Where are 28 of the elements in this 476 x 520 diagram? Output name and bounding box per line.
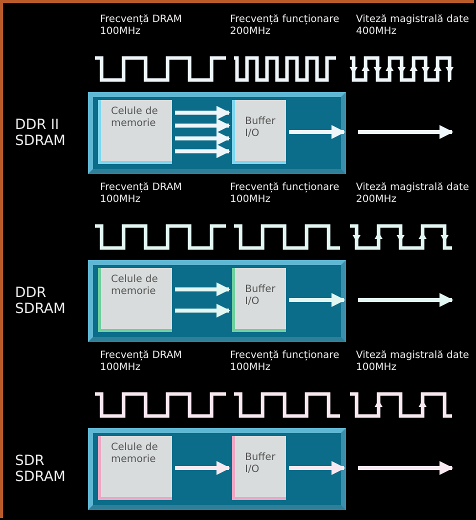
arrow	[289, 293, 346, 307]
frequency-label: Viteză magistrală date 200MHz	[356, 182, 470, 206]
arrow	[175, 282, 230, 296]
arrow	[175, 118, 230, 133]
buffer-box: Buffer I/O	[232, 268, 286, 332]
buffer-box: Buffer I/O	[232, 100, 286, 164]
frequency-label: Frecvență funcționare 200MHz	[230, 14, 340, 38]
frequency-label: Viteză magistrală date 400MHz	[356, 14, 470, 38]
arrow	[175, 461, 230, 475]
memory-cells-box: Celule de memorie	[98, 100, 172, 164]
frequency-label: Frecvență DRAM 100MHz	[100, 182, 183, 206]
arrow	[175, 131, 230, 146]
chip-label: DDR II SDRAM	[15, 117, 66, 149]
chip-label: SDR SDRAM	[15, 453, 66, 485]
frequency-label: Frecvență funcționare 100MHz	[230, 182, 340, 206]
frequency-label: Frecvență funcționare 100MHz	[230, 350, 340, 374]
buffer-box: Buffer I/O	[232, 436, 286, 500]
frequency-label: Frecvență DRAM 100MHz	[100, 350, 183, 374]
arrow	[175, 106, 230, 120]
frequency-label: Viteză magistrală date 100MHz	[356, 350, 470, 374]
arrow	[175, 304, 230, 318]
arrow	[289, 461, 346, 475]
arrow	[175, 144, 230, 158]
chip-label: DDR SDRAM	[15, 285, 66, 317]
memory-cells-box: Celule de memorie	[98, 268, 172, 332]
arrow	[289, 125, 346, 139]
memory-cells-box: Celule de memorie	[98, 436, 172, 500]
frequency-label: Frecvență DRAM 100MHz	[100, 14, 183, 38]
